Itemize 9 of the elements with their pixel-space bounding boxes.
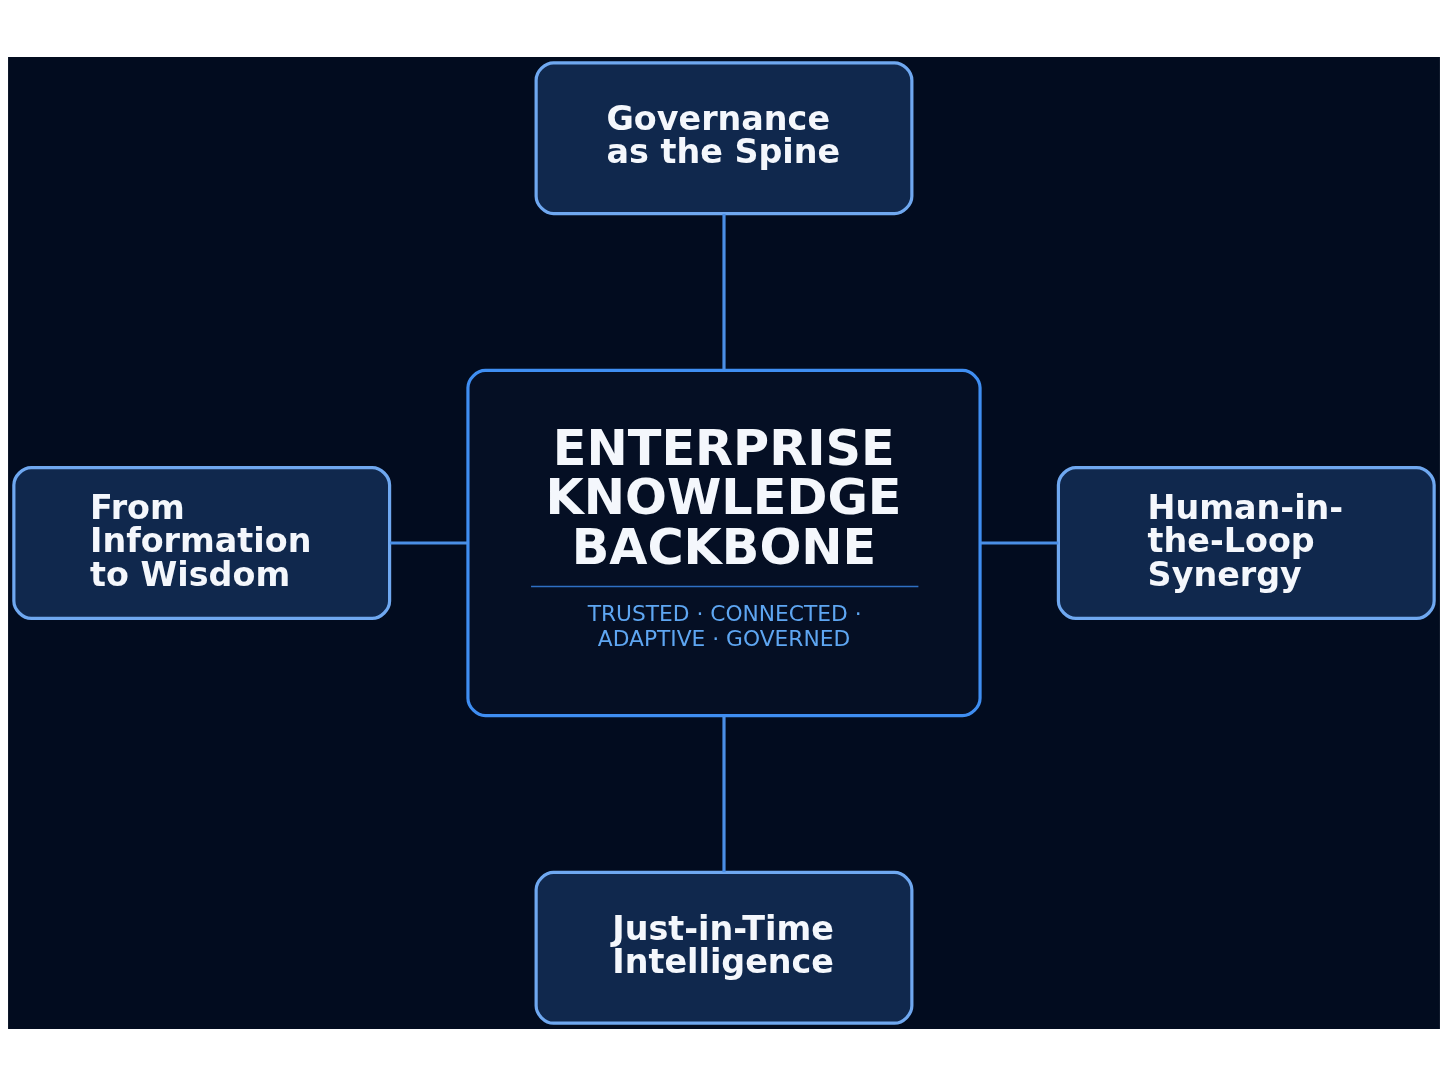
node-box: Governance as the Spine — [534, 61, 914, 216]
connector — [722, 716, 726, 873]
connector — [389, 541, 468, 545]
connector — [722, 213, 726, 371]
connector — [980, 541, 1059, 545]
node-box: From Information to Wisdom — [12, 465, 392, 621]
node-box: Just-in-Time Intelligence — [534, 870, 914, 1025]
node-box: Human-in-the-Loop Synergy — [1056, 465, 1436, 621]
node-box: ENTERPRISE KNOWLEDGE BACKBONE TRUSTED · CONNECTED · ADAPTIVE · GOVERNED — [466, 368, 982, 718]
